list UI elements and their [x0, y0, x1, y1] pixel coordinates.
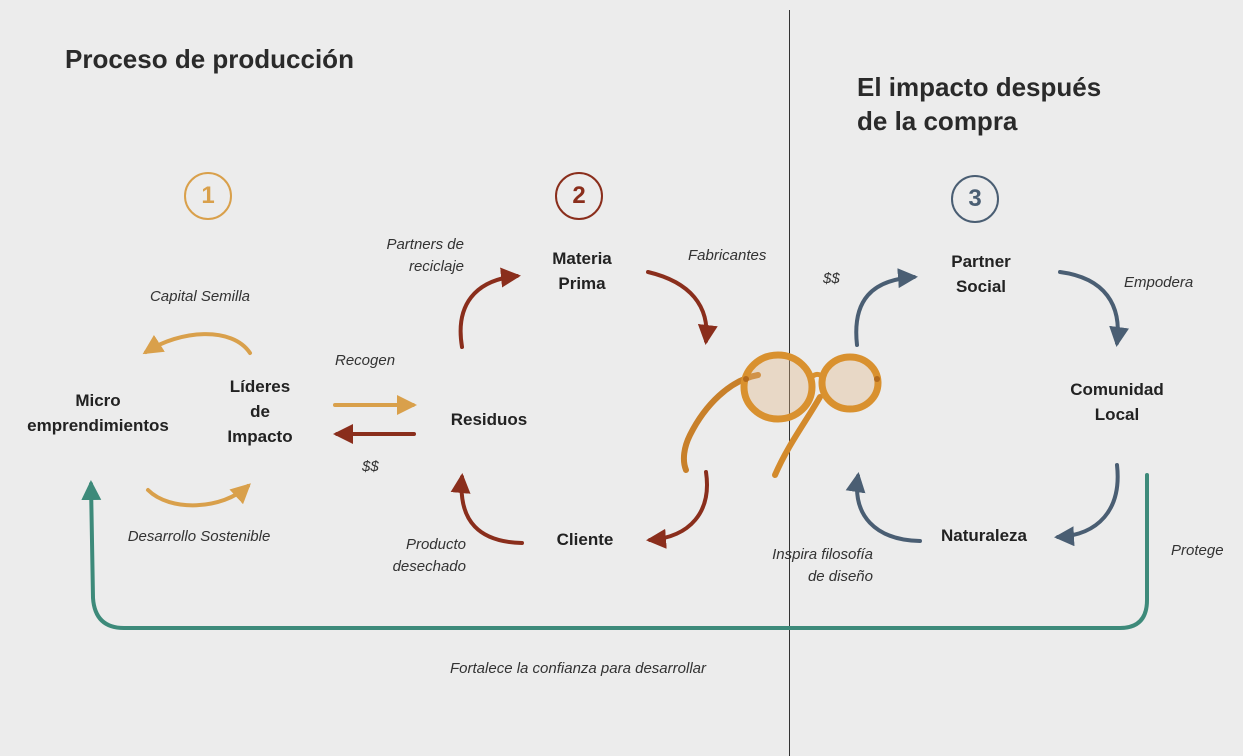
- node-residuos: Residuos: [450, 410, 528, 429]
- stage-1-badge: 1: [184, 172, 232, 220]
- arrow-capital-semilla: [142, 332, 252, 355]
- label-empodera: Empodera: [1124, 274, 1194, 291]
- production-title: Proceso de producción: [65, 44, 354, 74]
- label-money-2: $$: [823, 270, 840, 287]
- label-recogen: Recogen: [335, 352, 396, 369]
- label-partners-reciclaje: Partners de reciclaje: [386, 236, 464, 275]
- arrow-to-materia: [458, 267, 521, 349]
- arrow-fortalece-loop: [81, 473, 1149, 630]
- label-protege: Protege: [1171, 542, 1224, 559]
- label-money-1: $$: [362, 458, 379, 475]
- label-producto-desechado: Producto desechado: [392, 536, 466, 575]
- label-desarrollo-sostenible: Desarrollo Sostenible: [127, 528, 271, 545]
- arrow-producto-desechado: [450, 473, 524, 545]
- label-fabricantes: Fabricantes: [688, 247, 767, 264]
- arrow-fabricantes: [646, 270, 718, 345]
- arrow-desarrollo: [146, 483, 251, 508]
- label-fortalece: Fortalece la confianza para desarrollar: [450, 660, 706, 677]
- label-capital-semilla: Capital Semilla: [149, 288, 251, 305]
- node-lideres-impacto: Líderes de Impacto: [227, 377, 293, 446]
- node-materia-prima: Materia Prima: [552, 249, 612, 293]
- eyeglasses-icon: [680, 351, 882, 478]
- arrow-to-naturaleza: [1054, 463, 1120, 547]
- node-cliente: Cliente: [556, 530, 614, 549]
- stage-3-badge: 3: [951, 175, 999, 223]
- node-micro-emprendimientos: Micro emprendimientos: [27, 391, 169, 435]
- arrow-to-partner: [854, 268, 918, 347]
- arrow-empodera: [1058, 270, 1129, 347]
- node-naturaleza: Naturaleza: [941, 526, 1027, 545]
- node-partner-social: Partner Social: [951, 252, 1011, 296]
- arrow-to-cliente: [646, 470, 709, 549]
- stage-2-badge: 2: [555, 172, 603, 220]
- node-comunidad-local: Comunidad Local: [1070, 380, 1164, 424]
- section-divider: [789, 10, 790, 756]
- arrow-inspira: [845, 472, 922, 543]
- impact-title: El impacto después de la compra: [857, 72, 1102, 136]
- label-inspira: Inspira filosofía de diseño: [772, 546, 873, 585]
